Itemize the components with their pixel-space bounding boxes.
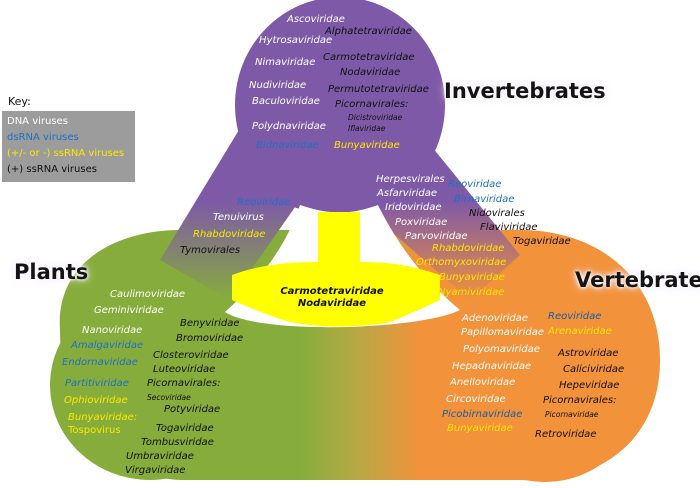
region-plants: Plants bbox=[14, 260, 89, 284]
inv-polydnaviridae: Polydnaviridae bbox=[252, 121, 326, 132]
key-item-ssrna-pos: (+) ssRNA viruses bbox=[7, 164, 97, 175]
pl-geminiviridae: Geminiviridae bbox=[94, 305, 164, 316]
vt-circoviridae: Circoviridae bbox=[446, 394, 506, 405]
iv-orthomyxoviridae: Orthomyxoviridae bbox=[416, 257, 507, 268]
vt-picornaviridae: Picornaviridae bbox=[545, 410, 599, 419]
inv-permutotetraviridae: Permutotetraviridae bbox=[328, 84, 429, 95]
inv-hytrosaviridae: Hytrosaviridae bbox=[259, 35, 333, 46]
ip-rhabdoviridae: Rhabdoviridae bbox=[193, 229, 266, 240]
pl-tospovirus: Tospovirus bbox=[68, 425, 121, 436]
center-shared-families: Carmotetraviridae Nodaviridae bbox=[276, 286, 388, 310]
vt-hepeviridae: Hepeviridae bbox=[559, 380, 620, 391]
key-item-dsrna: dsRNA viruses bbox=[7, 132, 79, 143]
vt-papillomaviridae: Papillomaviridae bbox=[461, 327, 545, 338]
vt-retroviridae: Retroviridae bbox=[535, 429, 597, 440]
iv-parvoviridae: Parvoviridae bbox=[405, 231, 468, 242]
iv-togaviridae: Togaviridae bbox=[513, 236, 571, 247]
key-legend: DNA viruses dsRNA viruses (+/- or -) ssR… bbox=[2, 111, 135, 182]
iv-nyamiviridae: Nyamiviridae bbox=[438, 287, 505, 298]
key-item-ssrna-neg: (+/- or -) ssRNA viruses bbox=[7, 148, 125, 159]
vt-picobirnaviridae: Picobirnaviridae bbox=[442, 409, 523, 420]
pl-ophioviridae: Ophioviridae bbox=[64, 395, 128, 406]
inv-bunyaviridae: Bunyaviridae bbox=[334, 140, 400, 151]
ip-reoviridae: Reoviridae bbox=[237, 197, 291, 208]
inv-baculoviridae: Baculoviridae bbox=[252, 96, 320, 107]
key-item-dna: DNA viruses bbox=[7, 116, 68, 127]
pl-togaviridae: Togaviridae bbox=[156, 423, 214, 434]
iv-herpesvirales: Herpesvirales bbox=[376, 174, 445, 185]
pl-bunyaviridae: Bunyaviridae: bbox=[68, 412, 138, 423]
pl-amalgaviridae: Amalgaviridae bbox=[71, 340, 144, 351]
iv-rhabdoviridae: Rhabdoviridae bbox=[432, 243, 505, 254]
vt-bunyaviridae: Bunyaviridae bbox=[447, 423, 513, 434]
pl-potyviridae: Potyviridae bbox=[164, 404, 221, 415]
iv-flaviviridae: Flaviviridae bbox=[480, 222, 538, 233]
vt-hepadnaviridae: Hepadnaviridae bbox=[452, 361, 532, 372]
region-vertebrates: Vertebrates bbox=[575, 268, 700, 292]
vt-adenoviridae: Adenoviridae bbox=[462, 313, 529, 324]
iv-reoviridae: Reoviridae bbox=[448, 179, 502, 190]
iv-asfarviridae: Asfarviridae bbox=[377, 188, 438, 199]
vt-polyomaviridae: Polyomaviridae bbox=[463, 344, 541, 355]
inv-ascoviridae: Ascoviridae bbox=[287, 14, 345, 25]
invertebrates-neck bbox=[250, 150, 430, 215]
vt-picornavirales: Picornavirales: bbox=[543, 395, 617, 406]
iv-birnaviridae: Birnaviridae bbox=[454, 194, 515, 205]
pl-tombusviridae: Tombusviridae bbox=[141, 437, 214, 448]
vt-caliciviridae: Caliciviridae bbox=[563, 364, 625, 375]
pl-bromoviridae: Bromoviridae bbox=[176, 333, 244, 344]
iv-bunyaviridae: Bunyaviridae bbox=[439, 272, 505, 283]
pl-closteroviridae: Closteroviridae bbox=[153, 350, 229, 361]
pl-nanoviridae: Nanoviridae bbox=[82, 325, 143, 336]
inv-nudiviridae: Nudiviridae bbox=[249, 80, 307, 91]
invertebrates-circle bbox=[235, 0, 445, 213]
inv-nimaviridae: Nimaviridae bbox=[255, 57, 316, 68]
iv-iridoviridae: Iridoviridae bbox=[385, 202, 442, 213]
region-invertebrates: Invertebrates bbox=[444, 79, 606, 103]
ip-tenuivirus: Tenuivirus bbox=[213, 212, 264, 223]
inv-picornavirales: Picornavirales: bbox=[335, 99, 409, 110]
pl-caulimoviridae: Caulimoviridae bbox=[110, 289, 186, 300]
center-line-2: Nodaviridae bbox=[297, 298, 367, 309]
pl-benyviridae: Benyviridae bbox=[180, 318, 240, 329]
inv-nodaviridae: Nodaviridae bbox=[340, 67, 401, 78]
vt-reoviridae: Reoviridae bbox=[548, 311, 602, 322]
inv-dicistroviridae: Dicistroviridae bbox=[348, 113, 403, 122]
center-yellow bbox=[232, 212, 440, 327]
ip-tymovirales: Tymovirales bbox=[180, 245, 241, 256]
pl-picornavirales: Picornavirales: bbox=[147, 378, 221, 389]
inv-carmotetraviridae: Carmotetraviridae bbox=[323, 52, 415, 63]
inv-alphatetraviridae: Alphatetraviridae bbox=[325, 26, 412, 37]
vt-astroviridae: Astroviridae bbox=[558, 348, 619, 359]
iv-nidovirales: Nidovirales bbox=[469, 208, 525, 219]
pl-partitiviridae: Partitiviridae bbox=[65, 378, 129, 389]
plants-lobe bbox=[50, 290, 250, 480]
pl-luteoviridae: Luteoviridae bbox=[153, 364, 216, 375]
iv-poxviridae: Poxviridae bbox=[395, 217, 448, 228]
inv-iflaviridae: Iflaviridae bbox=[348, 124, 386, 133]
key-title: Key: bbox=[8, 95, 31, 108]
center-line-1: Carmotetraviridae bbox=[280, 286, 384, 297]
pl-virgaviridae: Virgaviridae bbox=[125, 465, 186, 476]
vertebrates-lobe bbox=[450, 298, 640, 482]
pl-umbraviridae: Umbraviridae bbox=[126, 451, 194, 462]
pl-endornaviridae: Endornaviridae bbox=[62, 357, 138, 368]
inv-bidnaviridae: Bidnaviridae bbox=[256, 140, 319, 151]
vt-arenaviridae: Arenaviridae bbox=[548, 326, 612, 337]
vt-anelloviridae: Anelloviridae bbox=[450, 377, 516, 388]
pl-secoviridae: Secoviridae bbox=[147, 393, 191, 402]
